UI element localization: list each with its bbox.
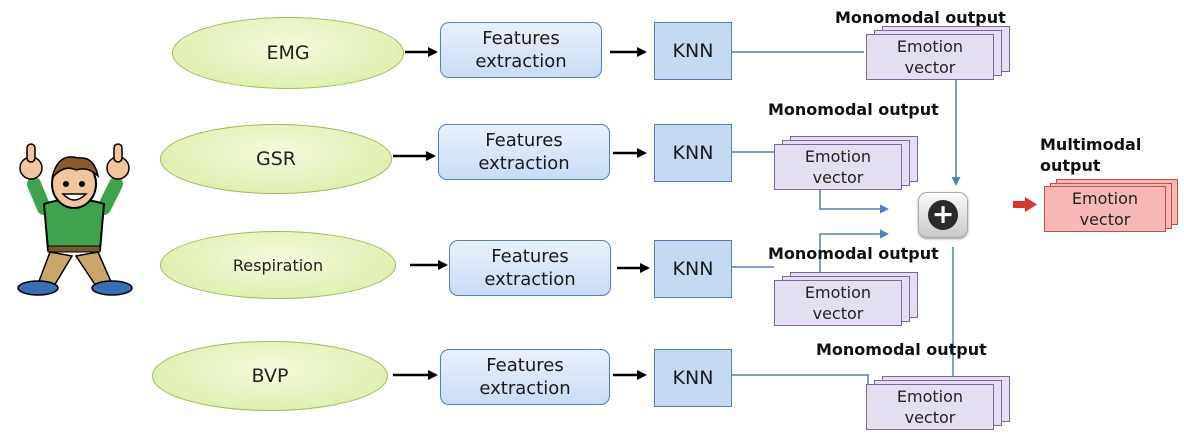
emotion-vector-respiration: Emotion vector xyxy=(774,272,918,326)
features-extraction-bvp: Features extraction xyxy=(440,349,610,405)
features-extraction-gsr: Features extraction xyxy=(438,124,610,180)
knn-respiration: KNN xyxy=(654,240,732,298)
emotion-vector-bvp: Emotion vector xyxy=(866,376,1010,430)
signal-emg: EMG xyxy=(172,17,404,89)
signal-respiration: Respiration xyxy=(160,231,396,299)
features-extraction-emg: Features extraction xyxy=(440,22,602,78)
features-extraction-respiration: Features extraction xyxy=(449,240,611,296)
monomodal-output-label-gsr: Monomodal output xyxy=(768,100,939,119)
arrow-fusion-to-multimodal xyxy=(1013,197,1037,212)
monomodal-output-label-emg: Monomodal output xyxy=(835,8,1006,27)
line-bvp-knn-to-vector xyxy=(730,374,869,388)
signal-bvp: BVP xyxy=(152,341,388,411)
knn-bvp: KNN xyxy=(654,349,732,407)
monomodal-output-label-bvp: Monomodal output xyxy=(816,340,987,359)
knn-emg: KNN xyxy=(654,22,732,80)
emotion-vector-multimodal: Emotion vector xyxy=(1044,179,1178,232)
thumbs-up-person-icon xyxy=(17,143,133,296)
monomodal-output-label-respiration: Monomodal output xyxy=(768,244,939,263)
emotion-vector-emg: Emotion vector xyxy=(866,26,1010,80)
fusion-plus-icon: + xyxy=(918,192,968,238)
line-gsr-vector-to-fusion xyxy=(819,190,889,214)
line-respiration-vector-to-fusion xyxy=(819,229,889,272)
signal-gsr: GSR xyxy=(160,124,392,194)
knn-gsr: KNN xyxy=(654,124,732,182)
emotion-vector-gsr: Emotion vector xyxy=(774,136,918,190)
multimodal-output-label: Multimodal output xyxy=(1040,135,1142,175)
